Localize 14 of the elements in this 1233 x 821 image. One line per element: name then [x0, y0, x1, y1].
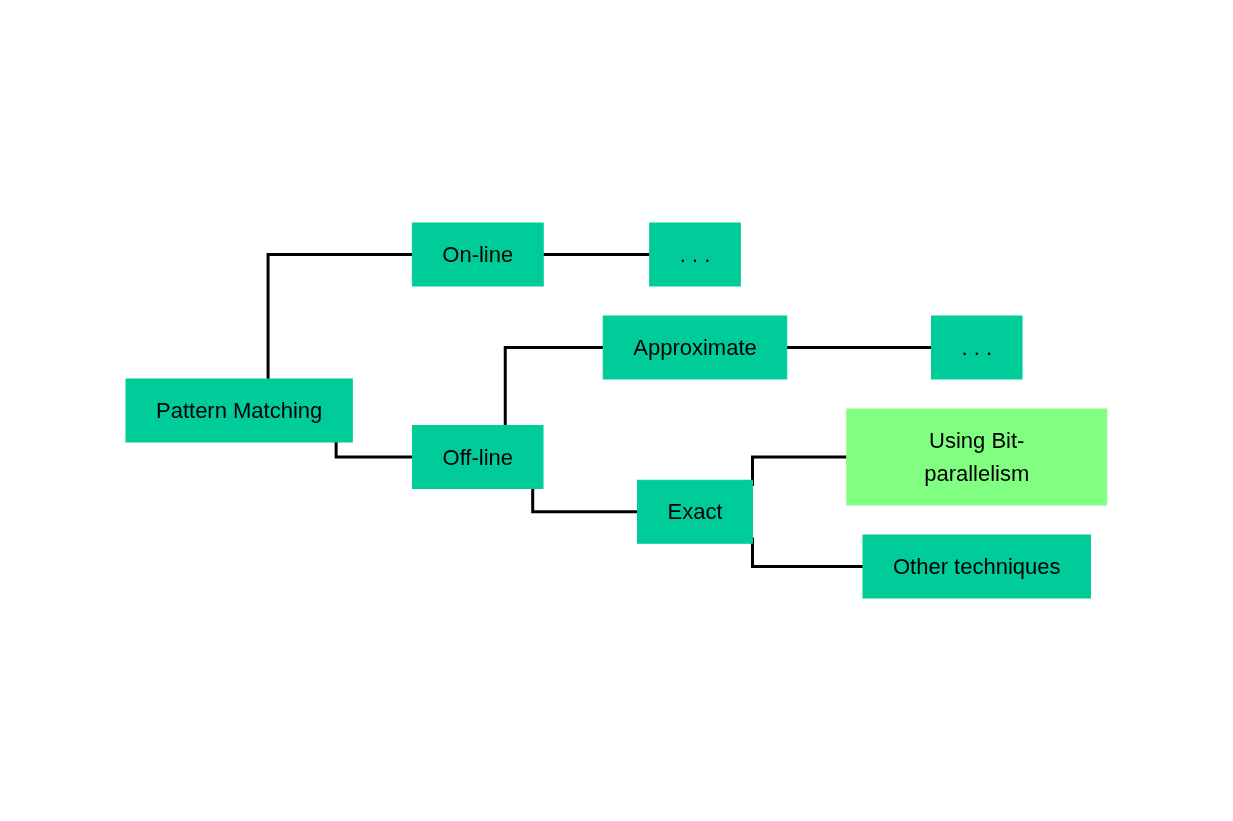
node-box: Pattern Matching: [125, 378, 353, 443]
node-box: Using Bit-parallelism: [846, 408, 1108, 506]
connector: [266, 253, 413, 379]
node-box: Other techniques: [862, 534, 1092, 599]
node-box: . . .: [931, 315, 1023, 380]
connector: [785, 346, 932, 349]
node-box: Exact: [637, 479, 754, 544]
node-box: . . .: [649, 222, 741, 287]
connector: [334, 442, 413, 459]
node-box: Off-line: [412, 425, 544, 489]
connector: [531, 488, 638, 514]
node-box: Approximate: [602, 315, 788, 380]
connector: [503, 346, 604, 426]
node-box: On-line: [411, 222, 544, 287]
